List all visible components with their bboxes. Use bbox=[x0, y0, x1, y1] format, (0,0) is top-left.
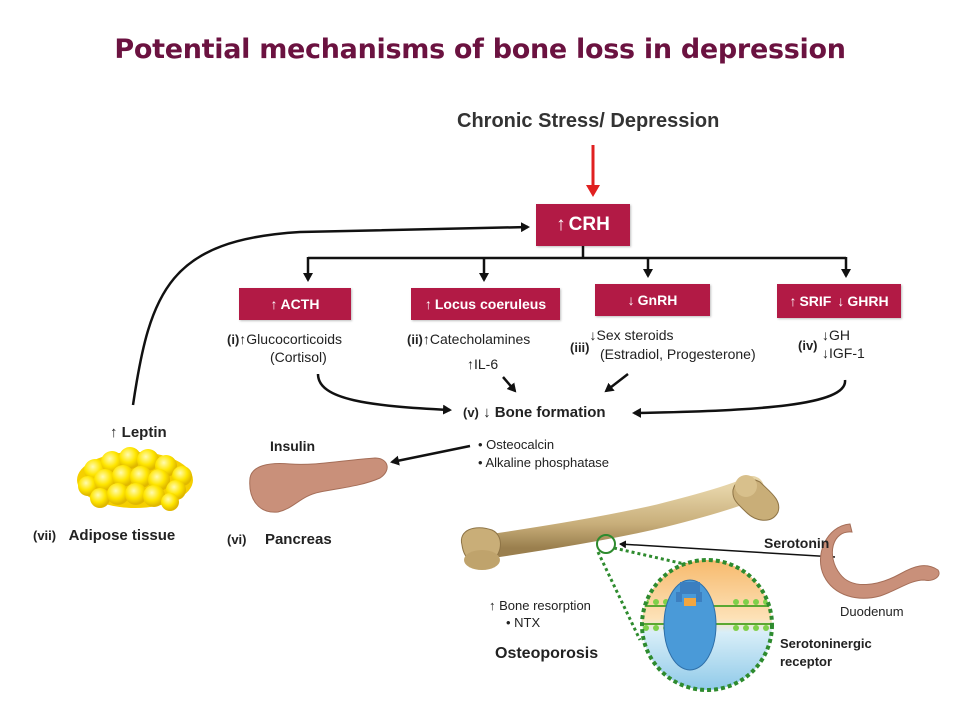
pathway-ii-number: (ii) bbox=[407, 332, 423, 347]
acth-label: ACTH bbox=[280, 296, 320, 312]
arrow-ii-to-bone bbox=[502, 376, 517, 393]
gh-row: ↓GH bbox=[822, 327, 850, 343]
pathway-iii: (iii)↓Sex steroids bbox=[570, 327, 674, 355]
down-arrow-icon: ↓ bbox=[822, 327, 829, 343]
leptin-row: ↑ Leptin bbox=[110, 424, 167, 441]
up-arrow-icon: ↑ bbox=[270, 296, 278, 312]
down-arrow-icon: ↓ bbox=[822, 345, 829, 361]
bone-resorption-text: Bone resorption bbox=[499, 598, 591, 613]
alkaline-phosphatase-item: • Alkaline phosphatase bbox=[478, 455, 610, 470]
serotonin-arrow bbox=[619, 540, 836, 558]
bone-formation-number: (v) bbox=[463, 405, 479, 420]
srif-label: SRIF bbox=[799, 293, 832, 309]
serotoninergic-receptor-image bbox=[642, 560, 772, 690]
receptor-label-1: Serotoninergic bbox=[780, 636, 872, 651]
down-arrow-icon: ↓ bbox=[627, 292, 635, 308]
serotonin-label: Serotonin bbox=[764, 535, 830, 551]
pathway-iii-number: (iii) bbox=[570, 340, 590, 355]
up-arrow-icon: ↑ bbox=[556, 214, 566, 235]
bone-formation-row: (v) ↓ Bone formation bbox=[463, 404, 606, 421]
arrow-iv-to-bone bbox=[632, 379, 847, 418]
pathway-i: (i)↑Glucocorticoids bbox=[227, 331, 342, 347]
up-arrow-icon: ↑ bbox=[110, 424, 118, 441]
down-arrow-icon: ↓ bbox=[589, 327, 597, 343]
igf1-text: IGF-1 bbox=[829, 345, 865, 361]
il6-text: IL-6 bbox=[474, 356, 499, 372]
pathway-iv-number: (iv) bbox=[798, 338, 818, 353]
adipose-label: Adipose tissue bbox=[68, 527, 176, 544]
arrow-i-to-bone bbox=[316, 373, 452, 415]
zoom-line-left bbox=[596, 551, 642, 641]
leptin-label: Leptin bbox=[121, 424, 167, 441]
catecholamines-text: Catecholamines bbox=[429, 331, 531, 347]
up-arrow-icon: ↑ bbox=[789, 293, 797, 309]
up-arrow-icon: ↑ bbox=[239, 331, 247, 347]
cortisol-text: (Cortisol) bbox=[270, 349, 327, 365]
ghrh-label: GHRH bbox=[847, 293, 889, 309]
down-arrow-icon: ↓ bbox=[837, 293, 845, 309]
gnrh-box: ↓GnRH bbox=[595, 284, 710, 316]
pathway-i-number: (i) bbox=[227, 332, 240, 347]
il6-row: ↑IL-6 bbox=[467, 356, 498, 372]
gnrh-label: GnRH bbox=[637, 292, 678, 308]
receptor-label-2: receptor bbox=[780, 654, 833, 669]
up-arrow-icon: ↑ bbox=[424, 296, 432, 312]
duodenum-image bbox=[819, 523, 940, 599]
pancreas-number: (vi) bbox=[227, 532, 247, 547]
pancreas-row: (vi) Pancreas bbox=[227, 531, 332, 549]
adipose-number: (vii) bbox=[33, 528, 57, 543]
adipose-tissue-image bbox=[77, 447, 193, 511]
sex-steroids-text: Sex steroids bbox=[596, 327, 674, 343]
arrow-to-insulin bbox=[390, 444, 471, 466]
insulin-label: Insulin bbox=[270, 438, 316, 454]
down-arrow-icon: ↓ bbox=[483, 404, 491, 421]
glucocorticoids-text: Glucocorticoids bbox=[246, 331, 342, 347]
crh-box: ↑CRH bbox=[536, 204, 630, 246]
locus-coeruleus-box: ↑Locus coeruleus bbox=[411, 288, 560, 320]
pancreas-label: Pancreas bbox=[264, 531, 332, 548]
bone-formation-text: Bone formation bbox=[494, 404, 606, 421]
acth-box: ↑ACTH bbox=[239, 288, 351, 320]
osteocalcin-item: • Osteocalcin bbox=[478, 437, 555, 452]
locus-label: Locus coeruleus bbox=[434, 296, 547, 312]
up-arrow-icon: ↑ bbox=[422, 331, 430, 347]
leptin-to-crh-arrow bbox=[131, 222, 530, 406]
bone-resorption-row: ↑ Bone resorption bbox=[489, 598, 591, 613]
chronic-stress-label: Chronic Stress/ Depression bbox=[457, 110, 720, 132]
gh-text: GH bbox=[829, 327, 850, 343]
arrow-iii-to-bone bbox=[604, 373, 629, 393]
pathway-ii: (ii)↑Catecholamines bbox=[407, 331, 530, 347]
page-title: Potential mechanisms of bone loss in dep… bbox=[114, 34, 846, 65]
crh-label: CRH bbox=[568, 214, 610, 235]
srif-ghrh-box: ↑SRIF ↓GHRH bbox=[777, 284, 901, 318]
ntx-item: • NTX bbox=[506, 615, 541, 630]
pancreas-image bbox=[249, 457, 388, 513]
up-arrow-icon: ↑ bbox=[489, 598, 496, 613]
up-arrow-icon: ↑ bbox=[467, 356, 474, 372]
igf1-row: ↓IGF-1 bbox=[822, 345, 865, 361]
bone-magnify-spot bbox=[596, 534, 616, 554]
osteoporosis-label: Osteoporosis bbox=[495, 645, 599, 662]
duodenum-label: Duodenum bbox=[840, 604, 904, 619]
bone-image bbox=[460, 475, 780, 570]
estradiol-text: (Estradiol, Progesterone) bbox=[600, 346, 756, 362]
adipose-row: (vii) Adipose tissue bbox=[33, 527, 175, 545]
